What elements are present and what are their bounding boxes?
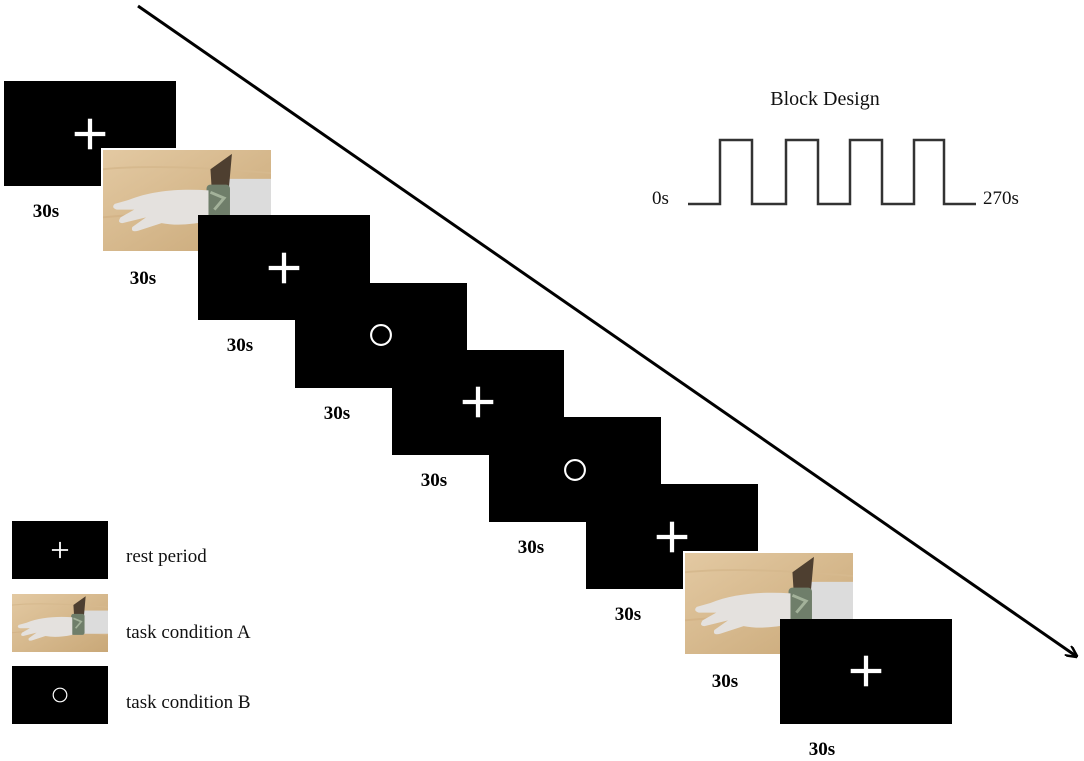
duration-label-1: 30s [32,201,60,222]
timeline-arrow-line [137,4,1076,656]
block-design-wave-line [688,138,976,206]
fixation-cross-icon [850,655,882,687]
fixation-cross-icon [462,386,494,418]
duration-label-8: 30s [711,671,739,693]
legend-rest-label: rest period [126,546,207,567]
legend-task-b-swatch [12,666,108,724]
duration-label-6: 30s [517,537,545,558]
circle-target-icon [564,458,586,481]
duration-label-4: 30s [323,402,351,424]
circle-target-icon [370,324,392,347]
fixation-cross-icon [656,521,688,552]
fixation-cross-icon [51,541,69,559]
duration-label-3: 30s [226,335,254,357]
arm-photo-icon [685,553,853,655]
block-design-waveform [688,138,976,206]
legend-rest-swatch [12,521,108,579]
fixation-cross-icon [268,252,300,284]
block-design-start-label: 0s [652,188,669,209]
arm-photo-icon [12,594,108,652]
duration-label-7: 30s [614,604,642,626]
stimulus-slide-9 [780,618,952,724]
block-design-end-label: 270s [983,188,1019,209]
legend-task-a-label: task condition A [126,622,251,643]
circle-target-icon [52,687,68,703]
stimulus-slide-8 [683,551,855,657]
stimulus-slide-2 [101,148,273,254]
duration-label-5: 30s [420,469,448,491]
duration-label-2: 30s [129,268,157,290]
fixation-cross-icon [74,118,106,149]
legend-task-a-swatch [12,594,108,652]
block-design-title: Block Design [770,88,880,110]
duration-label-9: 30s [808,738,836,760]
legend-task-b-label: task condition B [126,692,251,713]
